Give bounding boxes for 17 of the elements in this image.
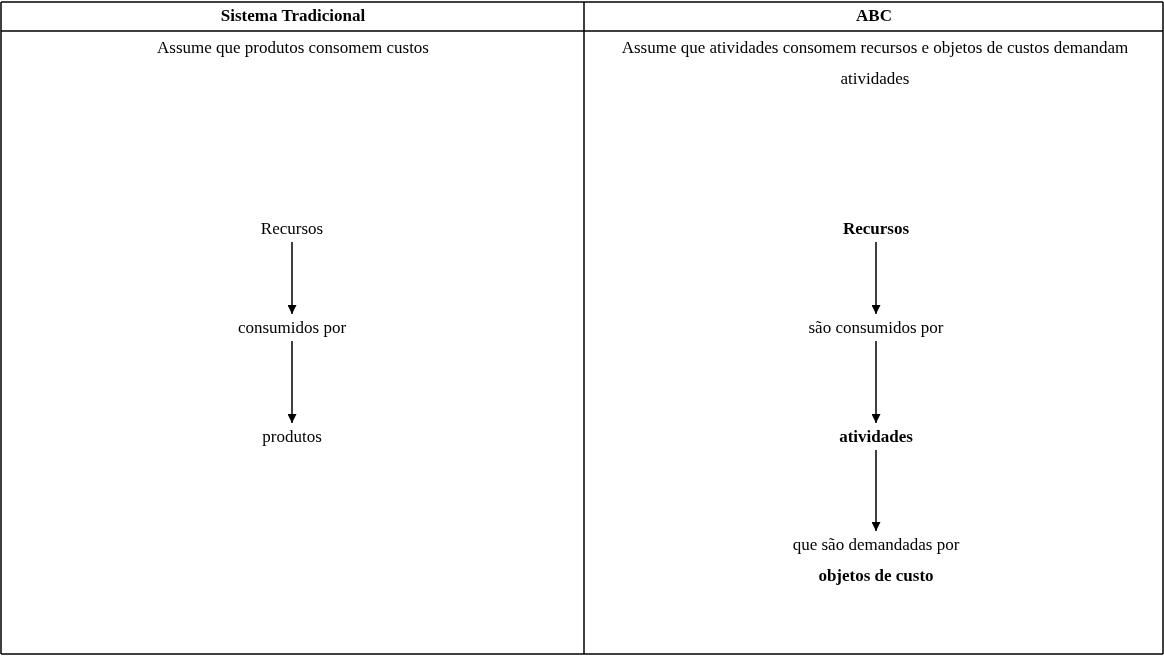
flow-step-text: objetos de custo	[817, 565, 935, 587]
arrow	[287, 241, 297, 315]
flow-step-text: são consumidos por	[808, 317, 944, 339]
column-header: ABC	[855, 5, 893, 27]
arrow	[287, 340, 297, 424]
arrow	[871, 241, 881, 315]
flow-step-text: consumidos por	[237, 317, 347, 339]
flow-step-text: Recursos	[260, 218, 324, 240]
description-text: Assume que produtos consomem custos	[156, 37, 430, 59]
arrow	[871, 340, 881, 424]
flow-step-text: atividades	[839, 426, 913, 448]
column-header: Sistema Tradicional	[219, 5, 367, 27]
flow-step-text: que são demandadas por	[792, 534, 960, 556]
arrow	[871, 449, 881, 532]
flow-step-text: produtos	[262, 426, 322, 448]
flow-step-text: Recursos	[842, 218, 910, 240]
description-text: Assume que atividades consomem recursos e objetos de custos demandam atividades	[620, 37, 1130, 90]
